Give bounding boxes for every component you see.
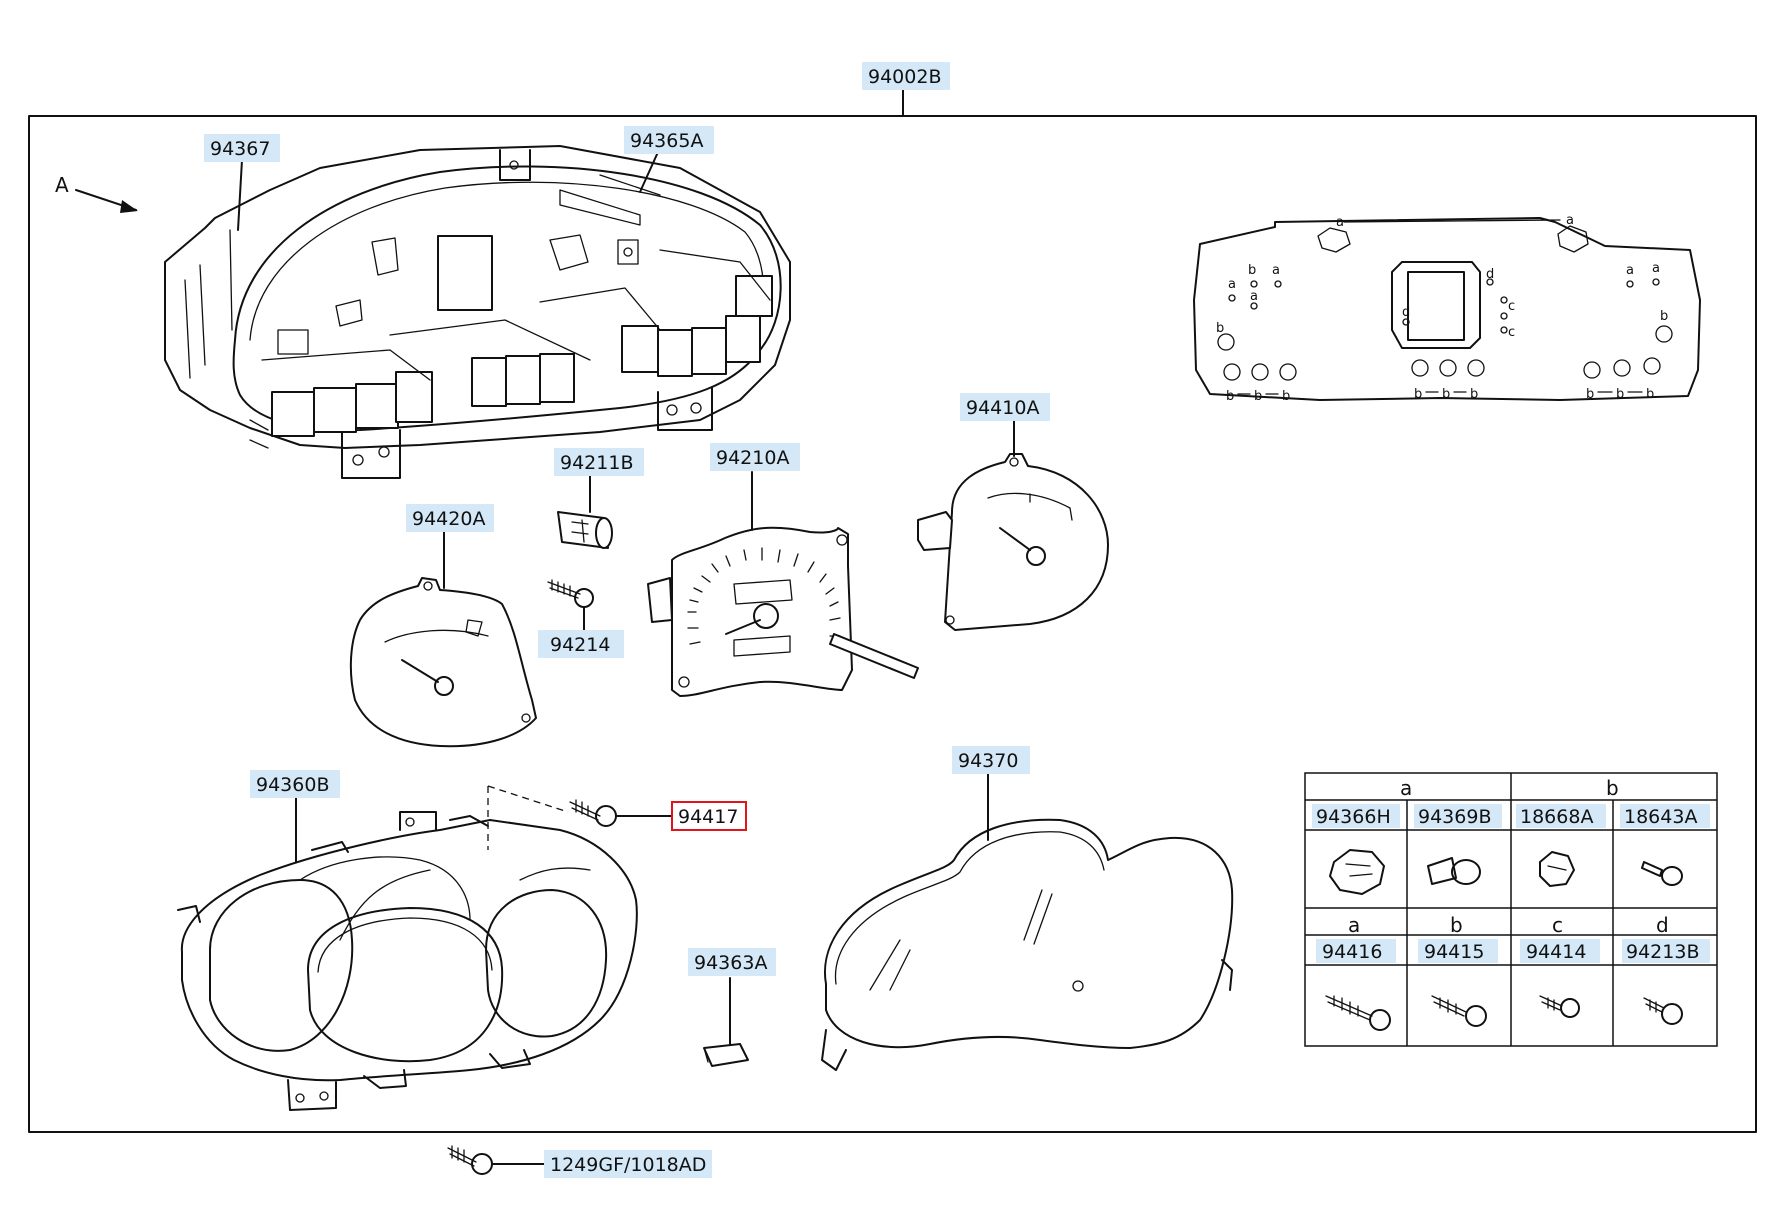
label-housing[interactable]: 94367 — [204, 134, 280, 162]
svg-text:b: b — [1660, 309, 1668, 324]
view-arrow-letter: A — [55, 173, 69, 197]
pcb-face-drawing: a a a b a a a a b b d d c c b b b b b b … — [1193, 213, 1701, 404]
svg-text:94360B: 94360B — [256, 774, 329, 796]
row-letter-c: c — [1552, 913, 1563, 937]
temp-gauge-drawing — [917, 453, 1109, 631]
row-letter-d: d — [1656, 913, 1669, 937]
svg-text:94417: 94417 — [678, 806, 738, 828]
bezel-screw-drawing — [487, 785, 673, 850]
table-part-94416[interactable]: 94416 — [1322, 941, 1382, 963]
svg-text:94410A: 94410A — [966, 397, 1039, 419]
svg-text:94370: 94370 — [958, 750, 1018, 772]
svg-text:b: b — [1216, 321, 1224, 336]
svg-text:b: b — [1248, 263, 1256, 278]
screw-94416-icon — [1325, 995, 1391, 1031]
svg-text:a: a — [1228, 277, 1236, 292]
assembly-frame — [28, 115, 1757, 1133]
label-mount-screw[interactable]: 1249GF/1018AD — [544, 1150, 712, 1178]
svg-text:94214: 94214 — [550, 634, 610, 656]
label-speedometer[interactable]: 94210A — [710, 443, 800, 471]
label-assembly[interactable]: 94002B — [862, 62, 950, 90]
svg-text:94211B: 94211B — [560, 452, 633, 474]
svg-text:d: d — [1486, 267, 1494, 282]
svg-text:c: c — [1508, 325, 1515, 340]
socket-18668A-icon — [1539, 851, 1575, 887]
label-clip[interactable]: 94363A — [688, 948, 776, 976]
svg-text:d: d — [1402, 305, 1410, 320]
gauge-screw-drawing — [547, 579, 594, 608]
svg-text:b: b — [1254, 389, 1262, 404]
leader-lines — [237, 151, 1015, 1045]
svg-text:c: c — [1508, 299, 1515, 314]
screw-94213B-icon — [1643, 997, 1683, 1025]
fuel-gauge-drawing — [349, 577, 537, 748]
table-part-18643A[interactable]: 18643A — [1624, 806, 1697, 828]
svg-text:1249GF/1018AD: 1249GF/1018AD — [550, 1154, 706, 1176]
svg-text:a: a — [1336, 215, 1344, 230]
table-part-94369B[interactable]: 94369B — [1418, 806, 1491, 828]
svg-text:a: a — [1272, 263, 1280, 278]
svg-text:b: b — [1616, 387, 1624, 402]
row-letter-b: b — [1450, 913, 1463, 937]
bulb-94369B-icon — [1427, 857, 1481, 885]
svg-text:94365A: 94365A — [630, 130, 703, 152]
svg-text:b: b — [1226, 389, 1234, 404]
socket-94366H-icon — [1329, 849, 1385, 895]
group-header-b: b — [1606, 776, 1619, 800]
svg-text:b: b — [1470, 387, 1478, 402]
svg-text:a: a — [1250, 289, 1258, 304]
label-fuel-gauge[interactable]: 94420A — [406, 504, 494, 532]
svg-text:b: b — [1442, 387, 1450, 402]
svg-text:a: a — [1626, 263, 1634, 278]
svg-text:a: a — [1566, 213, 1574, 228]
row-letter-a: a — [1348, 913, 1360, 937]
svg-text:94002B: 94002B — [868, 66, 941, 88]
label-bulb-socket[interactable]: 94211B — [554, 448, 644, 476]
group-header-a: a — [1400, 776, 1412, 800]
label-gauge-screw[interactable]: 94214 — [538, 630, 624, 658]
table-part-94366H[interactable]: 94366H — [1316, 806, 1391, 828]
label-window-glass[interactable]: 94370 — [952, 746, 1030, 774]
housing-drawing — [164, 145, 791, 479]
label-pcb[interactable]: 94365A — [624, 126, 714, 154]
svg-text:94367: 94367 — [210, 138, 270, 160]
table-part-94414[interactable]: 94414 — [1526, 941, 1586, 963]
bezel-drawing — [177, 811, 638, 1111]
bulb-socket-drawing — [557, 511, 613, 549]
speedometer-drawing — [647, 526, 919, 697]
svg-text:b: b — [1282, 389, 1290, 404]
table-part-18668A[interactable]: 18668A — [1520, 806, 1593, 828]
svg-text:94420A: 94420A — [412, 508, 485, 530]
label-bezel-screw[interactable]: 94417 — [671, 801, 747, 831]
svg-text:a: a — [1652, 261, 1660, 276]
svg-text:b: b — [1646, 387, 1654, 402]
svg-text:b: b — [1586, 387, 1594, 402]
table-part-94213B[interactable]: 94213B — [1626, 941, 1699, 963]
svg-text:94363A: 94363A — [694, 952, 767, 974]
screw-94415-icon — [1431, 995, 1487, 1027]
window-glass-drawing — [821, 818, 1234, 1071]
svg-text:94210A: 94210A — [716, 447, 789, 469]
screw-94414-icon — [1539, 995, 1580, 1018]
label-temp-gauge[interactable]: 94410A — [960, 393, 1050, 421]
parts-table: a b 94366H 94369B 18668A 18643A a b c d … — [1304, 772, 1718, 1047]
svg-text:b: b — [1414, 387, 1422, 402]
clip-drawing — [703, 1043, 749, 1067]
bulb-18643A-icon — [1641, 861, 1683, 886]
table-part-94415[interactable]: 94415 — [1424, 941, 1484, 963]
mount-screw-drawing — [447, 1145, 549, 1175]
label-bezel[interactable]: 94360B — [250, 770, 340, 798]
